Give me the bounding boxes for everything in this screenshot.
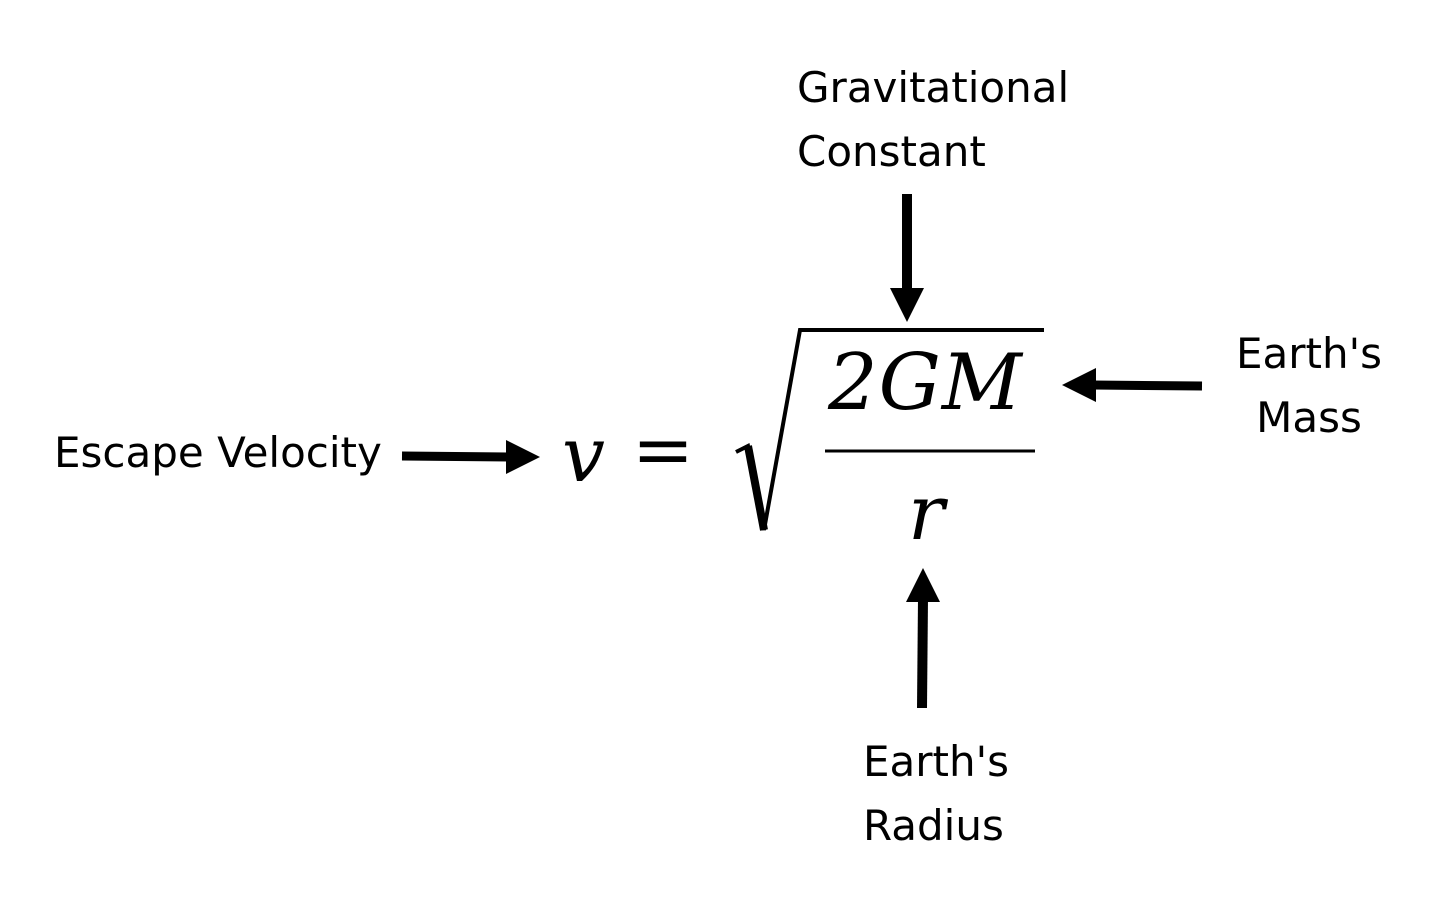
equation-numerator: 2GM — [828, 338, 1023, 428]
arrow-earths-mass — [1062, 368, 1203, 402]
arrow-earths-radius — [906, 568, 940, 709]
gravitational-constant-label: Gravitational Constant — [797, 56, 1069, 184]
earths-mass-line-2: Mass — [1256, 393, 1362, 442]
escape-velocity-text: Escape Velocity — [54, 428, 382, 477]
square-root-sign — [735, 328, 1044, 531]
earths-mass-label: Earth's Mass — [1236, 322, 1382, 450]
earths-mass-line-1: Earth's — [1236, 329, 1383, 378]
earths-radius-line-2: Radius — [863, 801, 1004, 850]
equation-equals-sign: = — [632, 407, 695, 493]
gravitational-constant-line-2: Constant — [797, 127, 986, 176]
earths-radius-line-1: Earth's — [863, 737, 1010, 786]
equation-velocity-symbol: v — [562, 410, 605, 499]
gravitational-constant-line-1: Gravitational — [797, 63, 1070, 112]
earths-radius-label: Earth's Radius — [863, 730, 1009, 858]
escape-velocity-label: Escape Velocity — [54, 421, 382, 485]
equation-denominator: r — [908, 468, 945, 557]
arrow-escape-velocity — [401, 440, 540, 474]
square-root-sign-thick-stroke — [744, 445, 768, 531]
arrow-gravitational-constant — [890, 194, 924, 322]
